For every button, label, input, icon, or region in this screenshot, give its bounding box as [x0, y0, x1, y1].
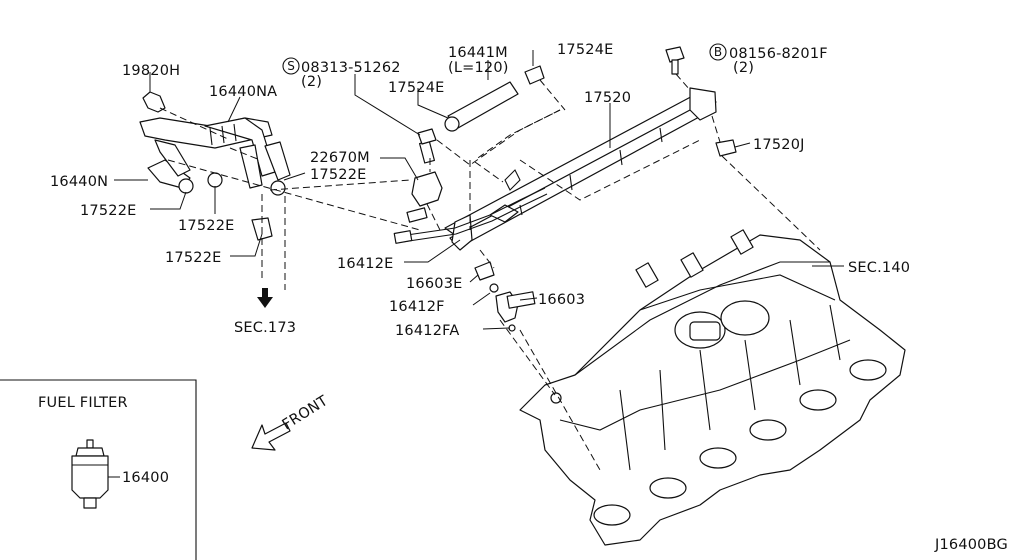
label-16440N: 16440N: [50, 174, 108, 190]
label-17520: 17520: [584, 90, 631, 106]
hose-16441M: [444, 65, 545, 132]
bolt-b-circle: [709, 43, 727, 61]
intake-manifold: [519, 229, 906, 546]
bolt-s-symbol: S: [287, 59, 295, 73]
inset-title: FUEL FILTER: [38, 395, 128, 411]
pressure-regulator: [406, 128, 443, 223]
label-front: FRONT: [280, 393, 331, 433]
sec173-arrow: SEC.173: [234, 288, 296, 336]
label-sec173: SEC.173: [234, 320, 296, 336]
bolts: [665, 46, 737, 157]
label-19820H: 19820H: [122, 63, 180, 79]
label-17522E-a: 17522E: [80, 203, 137, 219]
label-17520J: 17520J: [753, 137, 805, 153]
callout-labels: 19820H 16440NA 16440N 17522E 17522E 1752…: [50, 42, 910, 339]
fuel-rail: [444, 87, 717, 251]
leader-lines: [114, 50, 844, 330]
label-16412E: 16412E: [337, 256, 394, 272]
label-17522E-d: 17522E: [165, 250, 222, 266]
label-16603: 16603: [538, 292, 585, 308]
label-16400: 16400: [122, 470, 169, 486]
diagram-id: J16400BG: [934, 537, 1008, 553]
bolt-s-circle: [282, 57, 300, 75]
bolt-b-symbol: B: [714, 45, 722, 59]
label-bolt-b-qty: (2): [733, 60, 754, 76]
label-16412F: 16412F: [389, 299, 445, 315]
injector-assembly: [474, 261, 536, 332]
label-sec140: SEC.140: [848, 260, 910, 276]
label-08313-51262: 08313-51262: [301, 60, 401, 76]
fuel-return-pipe: [393, 187, 548, 244]
label-17522E-c: 17522E: [310, 167, 367, 183]
label-16440NA: 16440NA: [209, 84, 277, 100]
front-arrow: FRONT: [251, 393, 331, 451]
assembly-lines: [159, 73, 821, 471]
label-17524E-b: 17524E: [388, 80, 445, 96]
label-16441M-length: (L=120): [448, 60, 509, 76]
label-bolt-s-qty: (2): [301, 74, 322, 90]
label-22670M: 22670M: [310, 150, 370, 166]
label-16603E: 16603E: [406, 276, 463, 292]
label-16412FA: 16412FA: [395, 323, 459, 339]
label-08156-8201F: 08156-8201F: [729, 46, 828, 62]
fuel-filter-inset: FUEL FILTER 16400: [0, 379, 197, 560]
label-16441M: 16441M: [448, 45, 508, 61]
label-17522E-b: 17522E: [178, 218, 235, 234]
label-17524E-a: 17524E: [557, 42, 614, 58]
